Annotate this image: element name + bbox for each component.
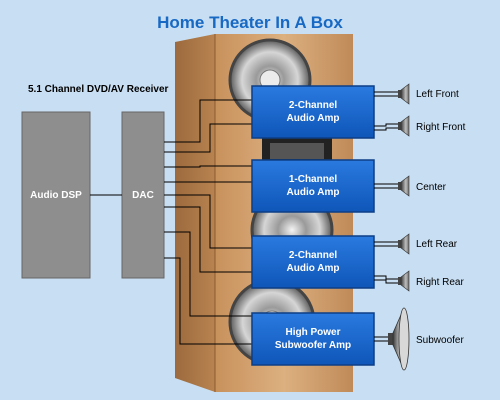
output-label-center: Center [416, 182, 447, 193]
output-label-left-rear: Left Rear [416, 239, 458, 250]
speaker-cone-icon [398, 233, 410, 255]
amp-label-line1: 2-Channel [289, 250, 338, 261]
amp-2ch-front: 2-Channel Audio Amp [251, 85, 375, 139]
amp-2ch-rear: 2-Channel Audio Amp [251, 235, 375, 289]
speaker-cone-icon [398, 270, 410, 292]
dac-block: DAC [121, 111, 165, 279]
amp-label-line1: High Power [285, 327, 340, 338]
audio-dsp-label: Audio DSP [30, 190, 82, 201]
amp-label-line2: Audio Amp [287, 263, 340, 274]
speaker-output-wires [374, 91, 398, 342]
dac-output-wires [164, 99, 252, 345]
speaker-cone-icon [398, 83, 410, 105]
amp-1ch-center: 1-Channel Audio Amp [251, 159, 375, 213]
amp-label-line2: Audio Amp [287, 113, 340, 124]
speaker-cone-icon [398, 175, 410, 197]
receiver-subtitle: 5.1 Channel DVD/AV Receiver [28, 84, 169, 95]
amp-label-line1: 2-Channel [289, 100, 338, 111]
amp-label-line2: Subwoofer Amp [275, 340, 351, 351]
amp-label-line1: 1-Channel [289, 174, 338, 185]
subwoofer-speaker-icon [388, 307, 410, 371]
amp-label-line2: Audio Amp [287, 187, 340, 198]
amp-subwoofer: High Power Subwoofer Amp [251, 312, 375, 366]
speaker-cone-icon [398, 115, 410, 137]
dac-label: DAC [132, 190, 154, 201]
output-label-subwoofer: Subwoofer [416, 335, 464, 346]
output-label-left-front: Left Front [416, 89, 459, 100]
output-label-right-front: Right Front [416, 122, 466, 133]
output-label-right-rear: Right Rear [416, 277, 464, 288]
page-title: Home Theater In A Box [157, 13, 343, 32]
audio-dsp-block: Audio DSP [21, 111, 91, 279]
